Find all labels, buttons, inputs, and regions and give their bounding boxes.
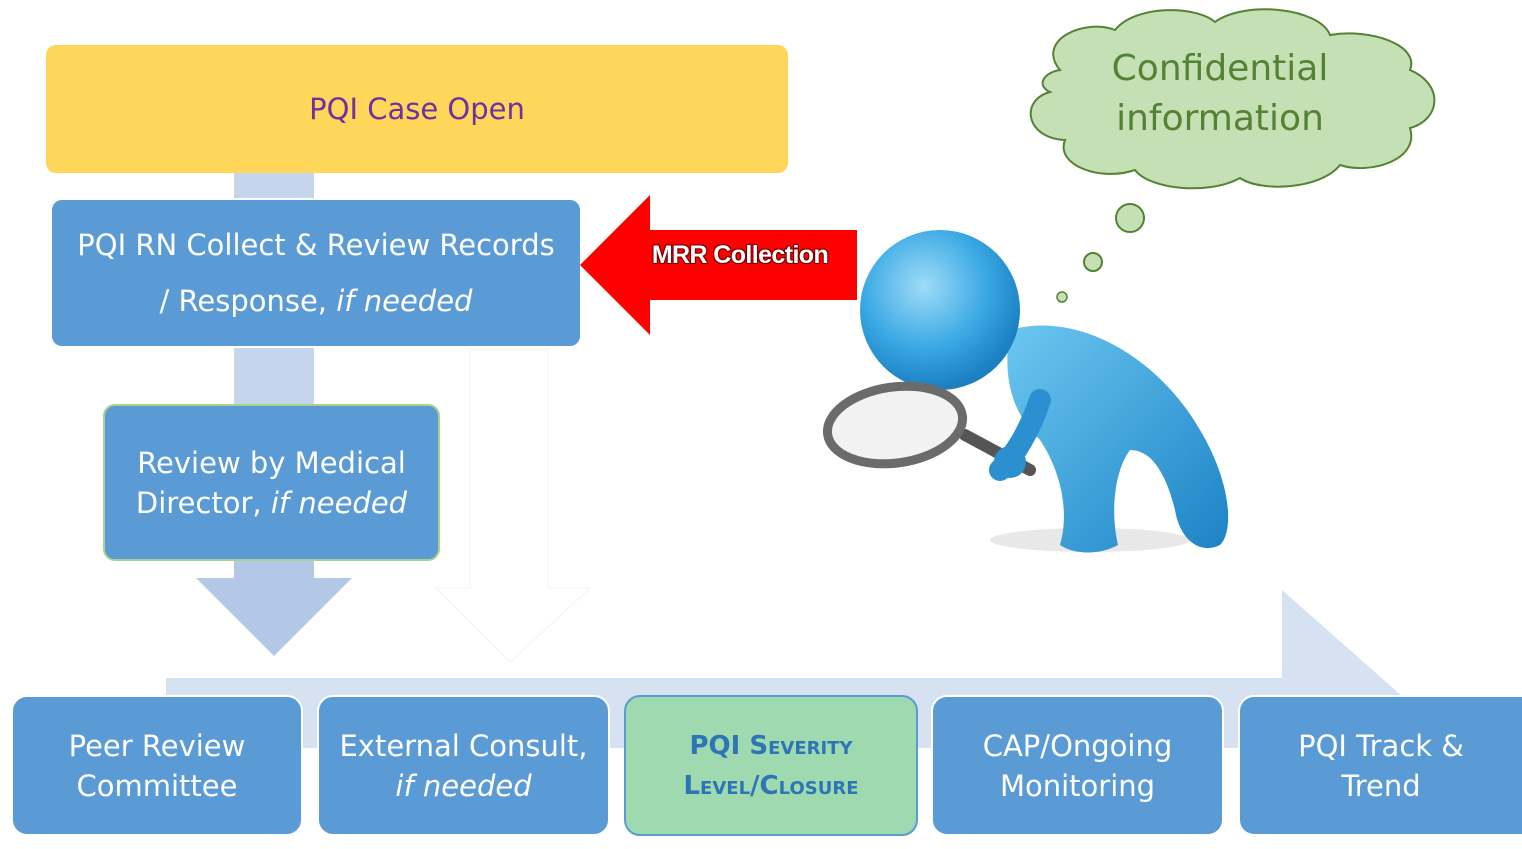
rn-collect-review-box: PQI RN Collect & Review Records / Respon… — [50, 198, 582, 348]
down-arrow-icon — [196, 560, 352, 656]
confidential-information-label: Confidential information — [1080, 44, 1360, 144]
track-line1: PQI Track & — [1298, 728, 1464, 763]
rn-collect-if-needed: if needed — [336, 284, 473, 318]
ghost-arrow — [434, 349, 592, 663]
connector-rn-to-md — [234, 347, 314, 405]
pqi-case-open-box: PQI Case Open — [46, 45, 788, 173]
peer-line1: Peer Review — [68, 728, 246, 763]
cloud-line2: information — [1116, 98, 1324, 139]
med-dir-if-needed: if needed — [270, 485, 408, 520]
rn-collect-line1: PQI RN Collect & Review Records — [77, 228, 555, 262]
pqi-severity-closure-box: PQI Severity Level/Closure — [624, 695, 918, 836]
sev-line2: Level/Closure — [683, 770, 859, 801]
cap-line1: CAP/Ongoing — [982, 728, 1173, 763]
sev-line1: PQI Severity — [689, 730, 853, 761]
external-consult-box: External Consult, if needed — [317, 695, 610, 836]
ext-if-needed: if needed — [395, 768, 532, 803]
rn-collect-line2-plain: / Response, — [159, 284, 337, 318]
ext-line1: External Consult, — [339, 728, 588, 763]
case-open-label: PQI Case Open — [309, 92, 525, 126]
med-dir-line2: Director, if needed — [136, 483, 407, 523]
cap-line2: Monitoring — [999, 768, 1156, 803]
cloud-line1: Confidential — [1111, 48, 1329, 89]
med-dir-line1: Review by Medical — [137, 445, 406, 480]
medical-director-review-box: Review by Medical Director, if needed — [103, 404, 440, 561]
cap-ongoing-monitoring-box: CAP/Ongoing Monitoring — [931, 695, 1224, 836]
connector-case-to-rn — [234, 173, 314, 200]
rn-collect-line2: / Response, if needed — [160, 273, 473, 329]
med-dir-line2-plain: Director, — [135, 485, 271, 520]
peer-review-committee-box: Peer Review Committee — [11, 695, 303, 836]
track-line2: Trend — [1341, 768, 1421, 803]
pqi-track-trend-box: PQI Track & Trend — [1238, 695, 1522, 836]
peer-line2: Committee — [76, 768, 238, 803]
mrr-collection-label: MRR Collection — [651, 240, 829, 269]
